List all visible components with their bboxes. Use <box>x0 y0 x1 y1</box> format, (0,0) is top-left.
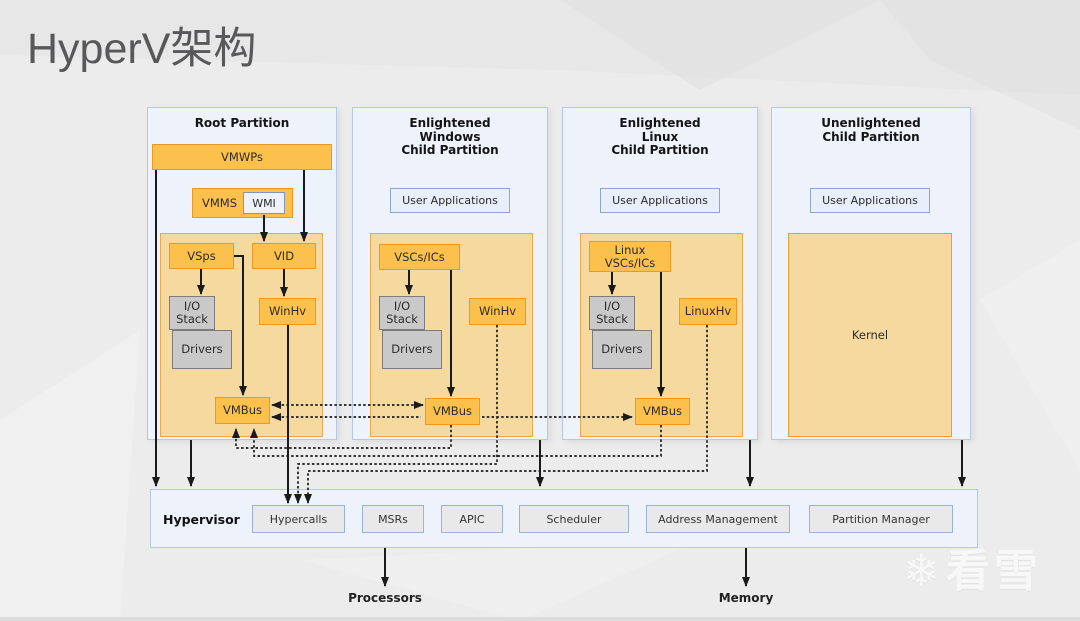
vid-box: VID <box>252 243 316 269</box>
snowflake-icon: ❄ <box>903 546 940 597</box>
unenlightened-partition-title: Unenlightened Child Partition <box>821 116 921 144</box>
msrs-box: MSRs <box>362 505 424 533</box>
vsps-box: VSps <box>169 243 234 269</box>
linux-vscs-ics-box: Linux VSCs/ICs <box>589 241 671 272</box>
linux-drivers-box: Drivers <box>592 330 652 369</box>
unenlightened-user-applications-box: User Applications <box>810 188 930 213</box>
processors-label: Processors <box>348 591 422 605</box>
hypercalls-box: Hypercalls <box>252 505 345 533</box>
linux-partition-title: Enlightened Linux Child Partition <box>611 116 709 157</box>
windows-user-applications-box: User Applications <box>390 188 510 213</box>
hypervisor-label: Hypervisor <box>163 512 240 527</box>
root-partition-title: Root Partition <box>194 116 290 130</box>
windows-vmbus-box: VMBus <box>425 398 480 425</box>
windows-winhv-box: WinHv <box>469 298 526 325</box>
memory-label: Memory <box>718 591 774 605</box>
watermark: ❄ 看雪 <box>903 548 1042 596</box>
root-drivers-box: Drivers <box>172 330 232 369</box>
apic-box: APIC <box>441 505 503 533</box>
bottom-divider <box>0 617 1080 621</box>
windows-drivers-box: Drivers <box>382 330 442 369</box>
windows-io-stack-box: I/O Stack <box>379 296 425 330</box>
linux-user-applications-box: User Applications <box>600 188 720 213</box>
vmms-box: VMMS WMI <box>192 188 293 218</box>
wmi-box: WMI <box>243 192 285 214</box>
scheduler-box: Scheduler <box>519 505 629 533</box>
vmms-label: VMMS <box>202 195 238 210</box>
kernel-box: Kernel <box>788 233 952 437</box>
root-io-stack-box: I/O Stack <box>169 296 215 330</box>
watermark-text: 看雪 <box>945 546 1042 597</box>
root-vmbus-box: VMBus <box>215 397 270 424</box>
root-winhv-box: WinHv <box>259 298 316 325</box>
partition-manager-box: Partition Manager <box>809 505 953 533</box>
linuxhv-box: LinuxHv <box>679 298 737 325</box>
page-title: HyperV架构 <box>27 25 257 73</box>
address-management-box: Address Management <box>646 505 790 533</box>
vscs-ics-box: VSCs/ICs <box>379 244 460 270</box>
vmwps-box: VMWPs <box>152 144 332 170</box>
windows-partition-title: Enlightened Windows Child Partition <box>401 116 499 157</box>
linux-vmbus-box: VMBus <box>635 398 690 425</box>
linux-io-stack-box: I/O Stack <box>589 296 635 330</box>
